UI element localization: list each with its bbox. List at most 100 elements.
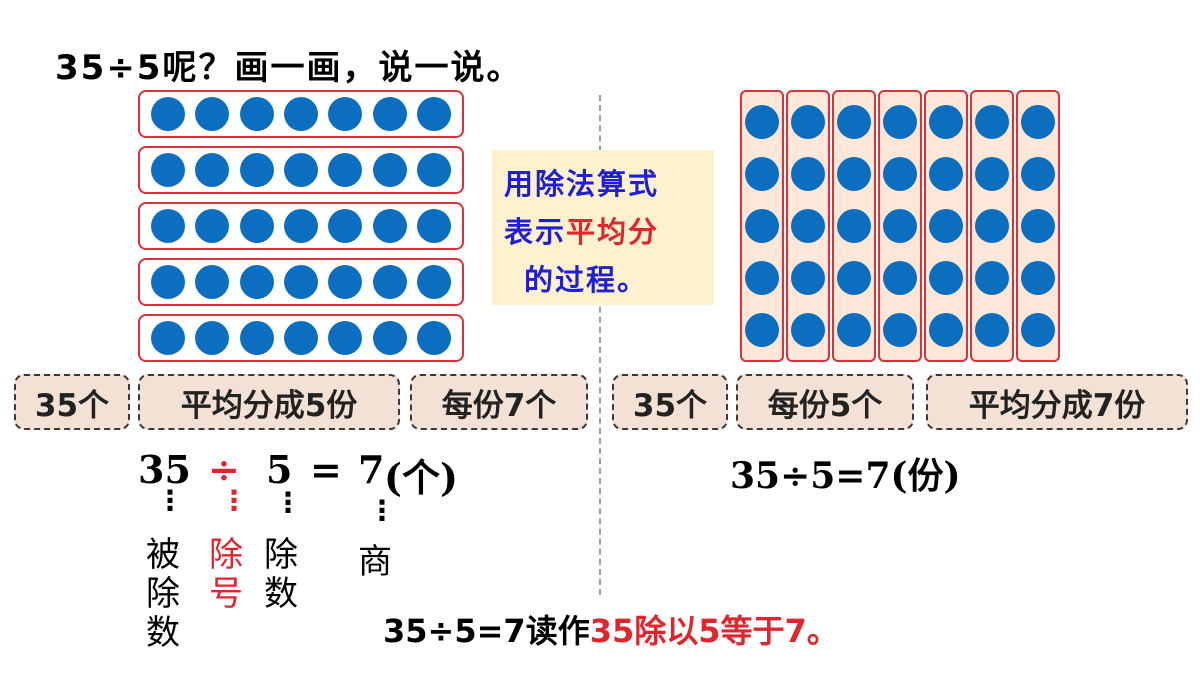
eq-dividend: 35 — [138, 447, 191, 492]
blue-dot — [883, 105, 917, 139]
note-box: 用除法算式 表示平均分 的过程。 — [492, 150, 714, 305]
term-quotient: 商 — [358, 542, 392, 582]
blue-dot — [1021, 105, 1055, 139]
blue-dot — [1021, 209, 1055, 243]
blue-dot — [837, 313, 871, 347]
dot-row — [138, 202, 464, 250]
blue-dot — [975, 209, 1009, 243]
note-line-2-text: 表示 — [504, 215, 567, 249]
blue-dot — [195, 265, 230, 299]
right-label-each: 每份5个 — [736, 374, 914, 430]
blue-dot — [883, 209, 917, 243]
dot-column — [740, 90, 784, 362]
blue-dot — [195, 97, 230, 131]
term-dividend: 被除数 — [146, 535, 180, 653]
blue-dot — [837, 209, 871, 243]
eq-equals: = — [310, 447, 342, 492]
dot-row — [138, 146, 464, 194]
blue-dot — [151, 265, 185, 299]
blue-dot — [416, 97, 451, 131]
note-line-3: 的过程。 — [524, 263, 649, 297]
blue-dot — [416, 265, 451, 299]
blue-dot — [416, 153, 451, 187]
blue-dot — [745, 313, 779, 347]
dot-row — [138, 314, 464, 362]
right-label-total: 35个 — [612, 374, 728, 430]
dot-column — [832, 90, 876, 362]
eq-divisor: 5 — [266, 447, 293, 492]
dot-row — [138, 90, 464, 138]
blue-dot — [283, 209, 318, 243]
dot-column — [878, 90, 922, 362]
blue-dot — [151, 209, 185, 243]
left-label-groups: 平均分成5份 — [138, 374, 400, 430]
blue-dot — [883, 313, 917, 347]
reading-prefix: 35÷5=7读作 — [383, 612, 590, 650]
blue-dot — [372, 97, 407, 131]
blue-dot — [283, 321, 318, 355]
dot-column — [786, 90, 830, 362]
dots-quotient: ⋮ — [368, 494, 396, 527]
blue-dot — [151, 321, 185, 355]
dot-column — [924, 90, 968, 362]
blue-dot — [975, 313, 1009, 347]
blue-dot — [328, 153, 363, 187]
blue-dot — [239, 97, 274, 131]
blue-dot — [372, 209, 407, 243]
blue-dot — [195, 209, 230, 243]
blue-dot — [151, 97, 185, 131]
dot-column — [970, 90, 1014, 362]
blue-dot — [837, 105, 871, 139]
blue-dot — [239, 153, 274, 187]
blue-dot — [239, 321, 274, 355]
left-dot-rows — [138, 90, 464, 370]
blue-dot — [975, 261, 1009, 295]
blue-dot — [745, 105, 779, 139]
blue-dot — [929, 261, 963, 295]
blue-dot — [328, 321, 363, 355]
left-label-total: 35个 — [14, 374, 130, 430]
term-divisor: 除数 — [264, 535, 298, 614]
eq-division-sign: ÷ — [208, 447, 240, 492]
blue-dot — [929, 105, 963, 139]
blue-dot — [328, 209, 363, 243]
dots-dividend: ⋮ — [156, 484, 184, 517]
blue-dot — [975, 157, 1009, 191]
blue-dot — [975, 105, 1009, 139]
dot-column — [1016, 90, 1060, 362]
term-division-sign: 除号 — [209, 535, 243, 614]
blue-dot — [283, 265, 318, 299]
right-label-groups: 平均分成7份 — [926, 374, 1188, 430]
blue-dot — [151, 153, 185, 187]
dots-divisor: ⋮ — [274, 486, 302, 519]
left-label-each: 每份7个 — [410, 374, 588, 430]
reading-highlight: 35除以5等于7。 — [589, 612, 839, 650]
blue-dot — [416, 209, 451, 243]
blue-dot — [239, 265, 274, 299]
blue-dot — [791, 209, 825, 243]
blue-dot — [1021, 157, 1055, 191]
blue-dot — [195, 321, 230, 355]
blue-dot — [328, 265, 363, 299]
blue-dot — [195, 153, 230, 187]
dot-row — [138, 258, 464, 306]
page-title: 35÷5呢？画一画，说一说。 — [55, 48, 523, 88]
blue-dot — [416, 321, 451, 355]
note-line-1: 用除法算式 — [504, 167, 660, 201]
note-highlight: 平均分 — [566, 215, 660, 249]
blue-dot — [239, 209, 274, 243]
blue-dot — [1021, 261, 1055, 295]
eq-unit: (个) — [384, 455, 458, 500]
blue-dot — [929, 157, 963, 191]
blue-dot — [283, 153, 318, 187]
blue-dot — [791, 105, 825, 139]
blue-dot — [745, 261, 779, 295]
blue-dot — [791, 313, 825, 347]
right-dot-columns — [740, 90, 1060, 362]
blue-dot — [328, 97, 363, 131]
blue-dot — [883, 157, 917, 191]
blue-dot — [1021, 313, 1055, 347]
blue-dot — [837, 157, 871, 191]
blue-dot — [883, 261, 917, 295]
blue-dot — [745, 157, 779, 191]
